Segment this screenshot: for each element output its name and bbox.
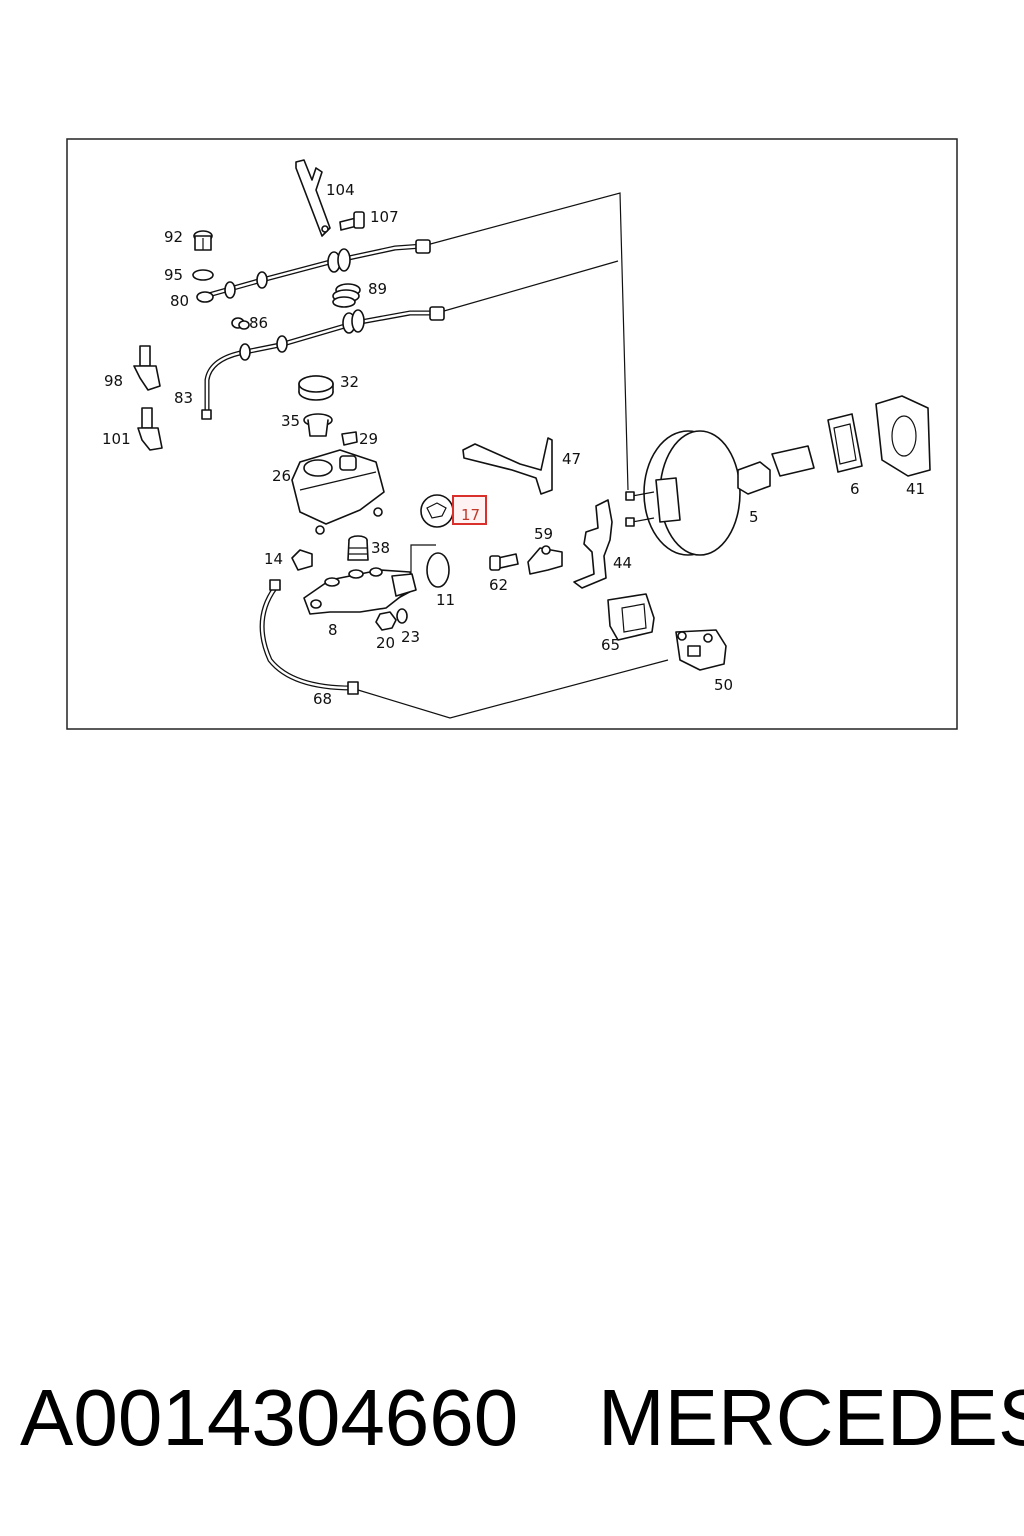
callout-label: 29 bbox=[359, 430, 378, 448]
part-number: A0014304660 bbox=[20, 1373, 519, 1462]
boot-89 bbox=[332, 283, 361, 308]
brake-booster-5 bbox=[625, 430, 815, 556]
callout-label: 95 bbox=[164, 266, 183, 284]
callout-label: 80 bbox=[170, 292, 189, 310]
callout-label: 68 bbox=[313, 690, 332, 708]
master-cylinder-8 bbox=[303, 567, 417, 615]
connector-101 bbox=[137, 407, 163, 451]
nut-20 bbox=[375, 611, 397, 631]
callout-label: 5 bbox=[749, 508, 759, 526]
o-ring-11 bbox=[426, 552, 450, 588]
callout-label: 89 bbox=[368, 280, 387, 298]
callout-label: 41 bbox=[906, 480, 925, 498]
bolt-107 bbox=[339, 211, 365, 231]
callout-label: 59 bbox=[534, 525, 553, 543]
callout-label: 44 bbox=[613, 554, 632, 572]
gasket-6 bbox=[827, 413, 863, 473]
parts-exploded-diagram: 104 107 92 95 80 89 86 98 83 32 101 35 2… bbox=[66, 138, 958, 730]
highlight-box-17: 17 bbox=[452, 495, 487, 525]
callout-label-highlighted: 17 bbox=[461, 506, 480, 524]
callout-label: 6 bbox=[850, 480, 860, 498]
reservoir-cap-32 bbox=[298, 375, 334, 401]
callout-label: 86 bbox=[249, 314, 268, 332]
gasket-41 bbox=[875, 395, 931, 477]
strainer-35 bbox=[303, 413, 333, 437]
callout-label: 8 bbox=[328, 621, 338, 639]
clip-104 bbox=[295, 159, 331, 237]
cover-65 bbox=[607, 593, 655, 641]
bolt-62 bbox=[489, 553, 519, 571]
washer-95 bbox=[192, 269, 214, 281]
callout-label: 38 bbox=[371, 539, 390, 557]
callout-label: 35 bbox=[281, 412, 300, 430]
callout-label: 23 bbox=[401, 628, 420, 646]
callout-label: 47 bbox=[562, 450, 581, 468]
callout-label: 83 bbox=[174, 389, 193, 407]
washer-23 bbox=[396, 608, 408, 624]
callout-label: 14 bbox=[264, 550, 283, 568]
callout-label: 20 bbox=[376, 634, 395, 652]
plug-38 bbox=[347, 535, 369, 561]
banjo-bolt-92 bbox=[193, 230, 213, 251]
diagram-frame bbox=[66, 138, 958, 730]
callout-label: 26 bbox=[272, 467, 291, 485]
plug-29 bbox=[341, 431, 358, 446]
callout-label: 65 bbox=[601, 636, 620, 654]
callout-label: 50 bbox=[714, 676, 733, 694]
callout-label: 32 bbox=[340, 373, 359, 391]
callout-label: 62 bbox=[489, 576, 508, 594]
callout-label: 98 bbox=[104, 372, 123, 390]
connector-98 bbox=[133, 345, 161, 391]
hose-68 bbox=[259, 579, 359, 695]
bracket-47 bbox=[462, 437, 553, 495]
callout-label: 11 bbox=[436, 591, 455, 609]
clip-59 bbox=[527, 545, 563, 575]
callout-labels: 104 107 92 95 80 89 86 98 83 32 101 35 2… bbox=[102, 181, 925, 708]
valve-50 bbox=[675, 629, 727, 671]
grommet-14 bbox=[291, 549, 313, 571]
brand-name: MERCEDES bbox=[598, 1373, 1024, 1462]
bracket-44 bbox=[573, 499, 613, 589]
caption-bar: A0014304660 MERCEDES bbox=[0, 1368, 1024, 1478]
callout-label: 101 bbox=[102, 430, 131, 448]
reservoir-26 bbox=[291, 449, 385, 535]
brake-line-upper bbox=[196, 239, 431, 303]
seal-17 bbox=[420, 494, 454, 528]
brake-line-lower bbox=[201, 306, 445, 420]
callout-label: 92 bbox=[164, 228, 183, 246]
callout-label: 107 bbox=[370, 208, 399, 226]
callout-label: 104 bbox=[326, 181, 355, 199]
grommet-86 bbox=[231, 317, 250, 330]
